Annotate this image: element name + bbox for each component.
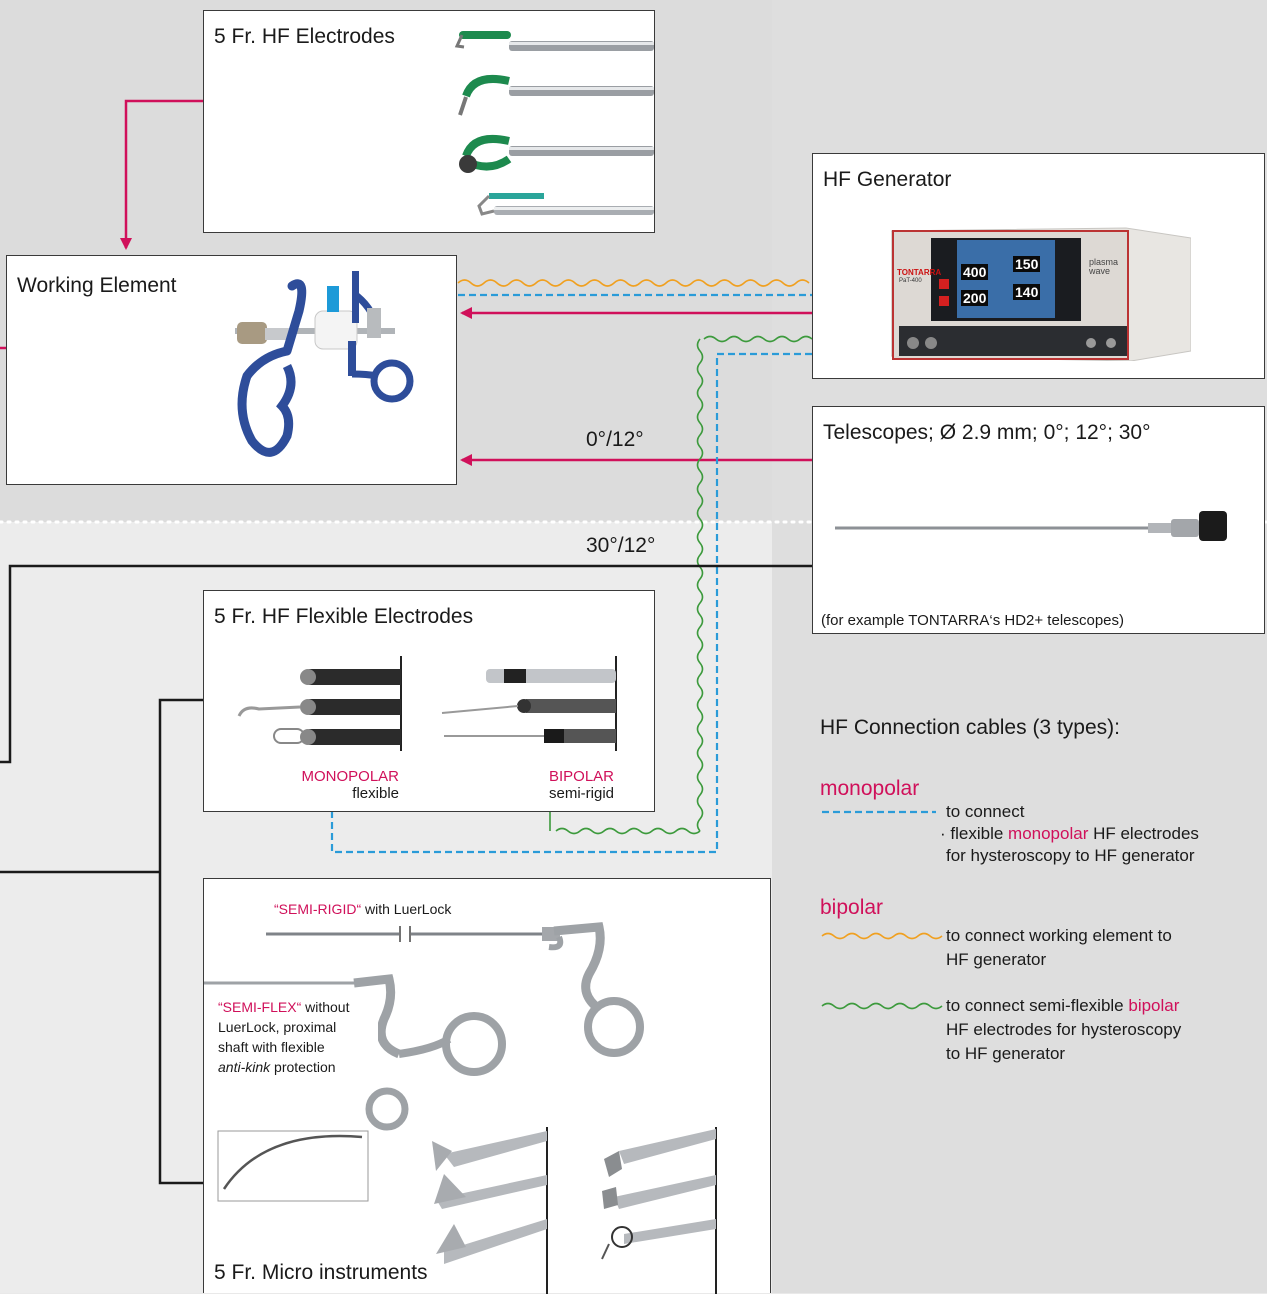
bipolar-green-wave-bottom (555, 827, 701, 835)
semi-flex-italic: anti-kink (218, 1059, 271, 1075)
legend-title: HF Connection cables (3 types): (820, 716, 1120, 739)
hf-generator-title: HF Generator (823, 168, 952, 191)
telescopes-title: Telescopes; Ø 2.9 mm; 0°; 12°; 30° (823, 421, 1151, 444)
electrode-3 (459, 134, 654, 173)
flexible-electrodes-illustration (237, 656, 617, 751)
monopolar-dashed-route (330, 352, 812, 854)
semi-rigid-label: “SEMI-RIGID“ with LuerLock (274, 901, 451, 917)
monopolar-flexible-title: MONOPOLAR (301, 768, 399, 785)
electrodes-to-working-element-arrow (120, 99, 203, 250)
legend-mono-line2: · flexible monopolar HF electrodes (940, 824, 1199, 844)
micro-instruments-box: “SEMI-RIGID“ with LuerLock “SEMI-F (203, 878, 771, 1294)
angle-label-lower: 30°/12° (586, 534, 656, 557)
generator-device: TONTARRA PaT-400 400 150 200 140 plasma … (891, 216, 1191, 361)
legend-mono-line2-pre: · flexible (940, 824, 1009, 843)
bipolar-green-wave-vertical (696, 338, 704, 832)
legend-bi2-line1-pink: bipolar (1128, 996, 1180, 1015)
hf-electrodes-title: 5 Fr. HF Electrodes (214, 25, 395, 48)
flexible-electrodes-box: 5 Fr. HF Flexible Electrodes MONOPOLAR f… (203, 590, 655, 812)
working-element-title: Working Element (17, 274, 177, 297)
telescope-illustration (835, 511, 1227, 541)
semi-flex-desc-2: LuerLock, proximal (218, 1019, 337, 1035)
bracket-to-instruments (158, 698, 203, 1185)
electrodes-illustration (454, 31, 654, 216)
electrode-2 (458, 74, 654, 116)
flexible-electrodes-title: 5 Fr. HF Flexible Electrodes (214, 605, 474, 628)
legend-mono-line2-post: HF electrodes (1088, 824, 1199, 843)
legend-bi2-line1-pre: to connect semi-flexible (946, 996, 1129, 1015)
legend-bipolar-heading: bipolar (820, 896, 884, 919)
working-element-box: Working Element (6, 255, 457, 485)
micro-instruments-illustration (204, 922, 717, 1294)
semi-flex-title: “SEMI-FLEX“ (218, 999, 302, 1015)
angle-label-upper: 0°/12° (586, 428, 644, 451)
legend-monopolar-heading: monopolar (820, 777, 920, 800)
generator-logo: plasma wave (1089, 257, 1119, 276)
generator-readout-1: 400 (961, 264, 989, 280)
legend-bi2-line2: HF electrodes for hysteroscopy (946, 1020, 1182, 1039)
semi-rigid-desc: with LuerLock (361, 901, 452, 917)
legend-bi2-line3: to HF generator (946, 1044, 1066, 1063)
hf-generator-box: HF Generator TONTARRA PaT-400 400 150 20… (812, 153, 1265, 379)
legend-bi1-line1: to connect working element to (946, 926, 1172, 945)
semi-flex-desc-3: shaft with flexible (218, 1039, 325, 1055)
telescopes-box: Telescopes; Ø 2.9 mm; 0°; 12°; 30° (for … (812, 406, 1265, 634)
telescope-30-line (0, 564, 812, 764)
legend-bi1-line2: HF generator (946, 950, 1047, 969)
electrode-4 (477, 193, 654, 216)
micro-instruments-title: 5 Fr. Micro instruments (214, 1261, 428, 1284)
hf-electrodes-box: 5 Fr. HF Electrodes (203, 10, 655, 233)
generator-readout-3: 200 (961, 290, 989, 306)
bipolar-green-wave-top (703, 335, 813, 343)
legend-bi2-line1: to connect semi-flexible bipolar (946, 996, 1179, 1016)
generator-model: PaT-400 (899, 278, 922, 284)
telescopes-note: (for example TONTARRA‘s HD2+ telescopes) (821, 612, 1125, 629)
legend-mono-line2-pink: monopolar (1008, 824, 1089, 843)
semi-flex-desc-1: without (301, 999, 350, 1015)
bipolar-orange-wave (457, 279, 810, 287)
monopolar-flexible-sub: flexible (352, 785, 399, 802)
working-element-illustration (235, 271, 414, 457)
electrode-1 (454, 31, 654, 51)
legend-mono-line1: to connect (946, 802, 1025, 821)
semi-flex-desc-4: protection (270, 1059, 336, 1075)
generator-readout-2: 150 (1013, 256, 1041, 272)
semi-flex-label: “SEMI-FLEX“ without LuerLock, proximal s… (218, 997, 378, 1077)
generator-brand: TONTARRA (897, 268, 942, 277)
bipolar-semirigid-title: BIPOLAR (548, 768, 614, 785)
legend-mono-line3: for hysteroscopy to HF generator (946, 846, 1195, 865)
semi-rigid-title: “SEMI-RIGID“ (274, 901, 362, 917)
bipolar-semirigid-sub: semi-rigid (548, 785, 614, 802)
generator-readout-4: 140 (1013, 284, 1041, 300)
